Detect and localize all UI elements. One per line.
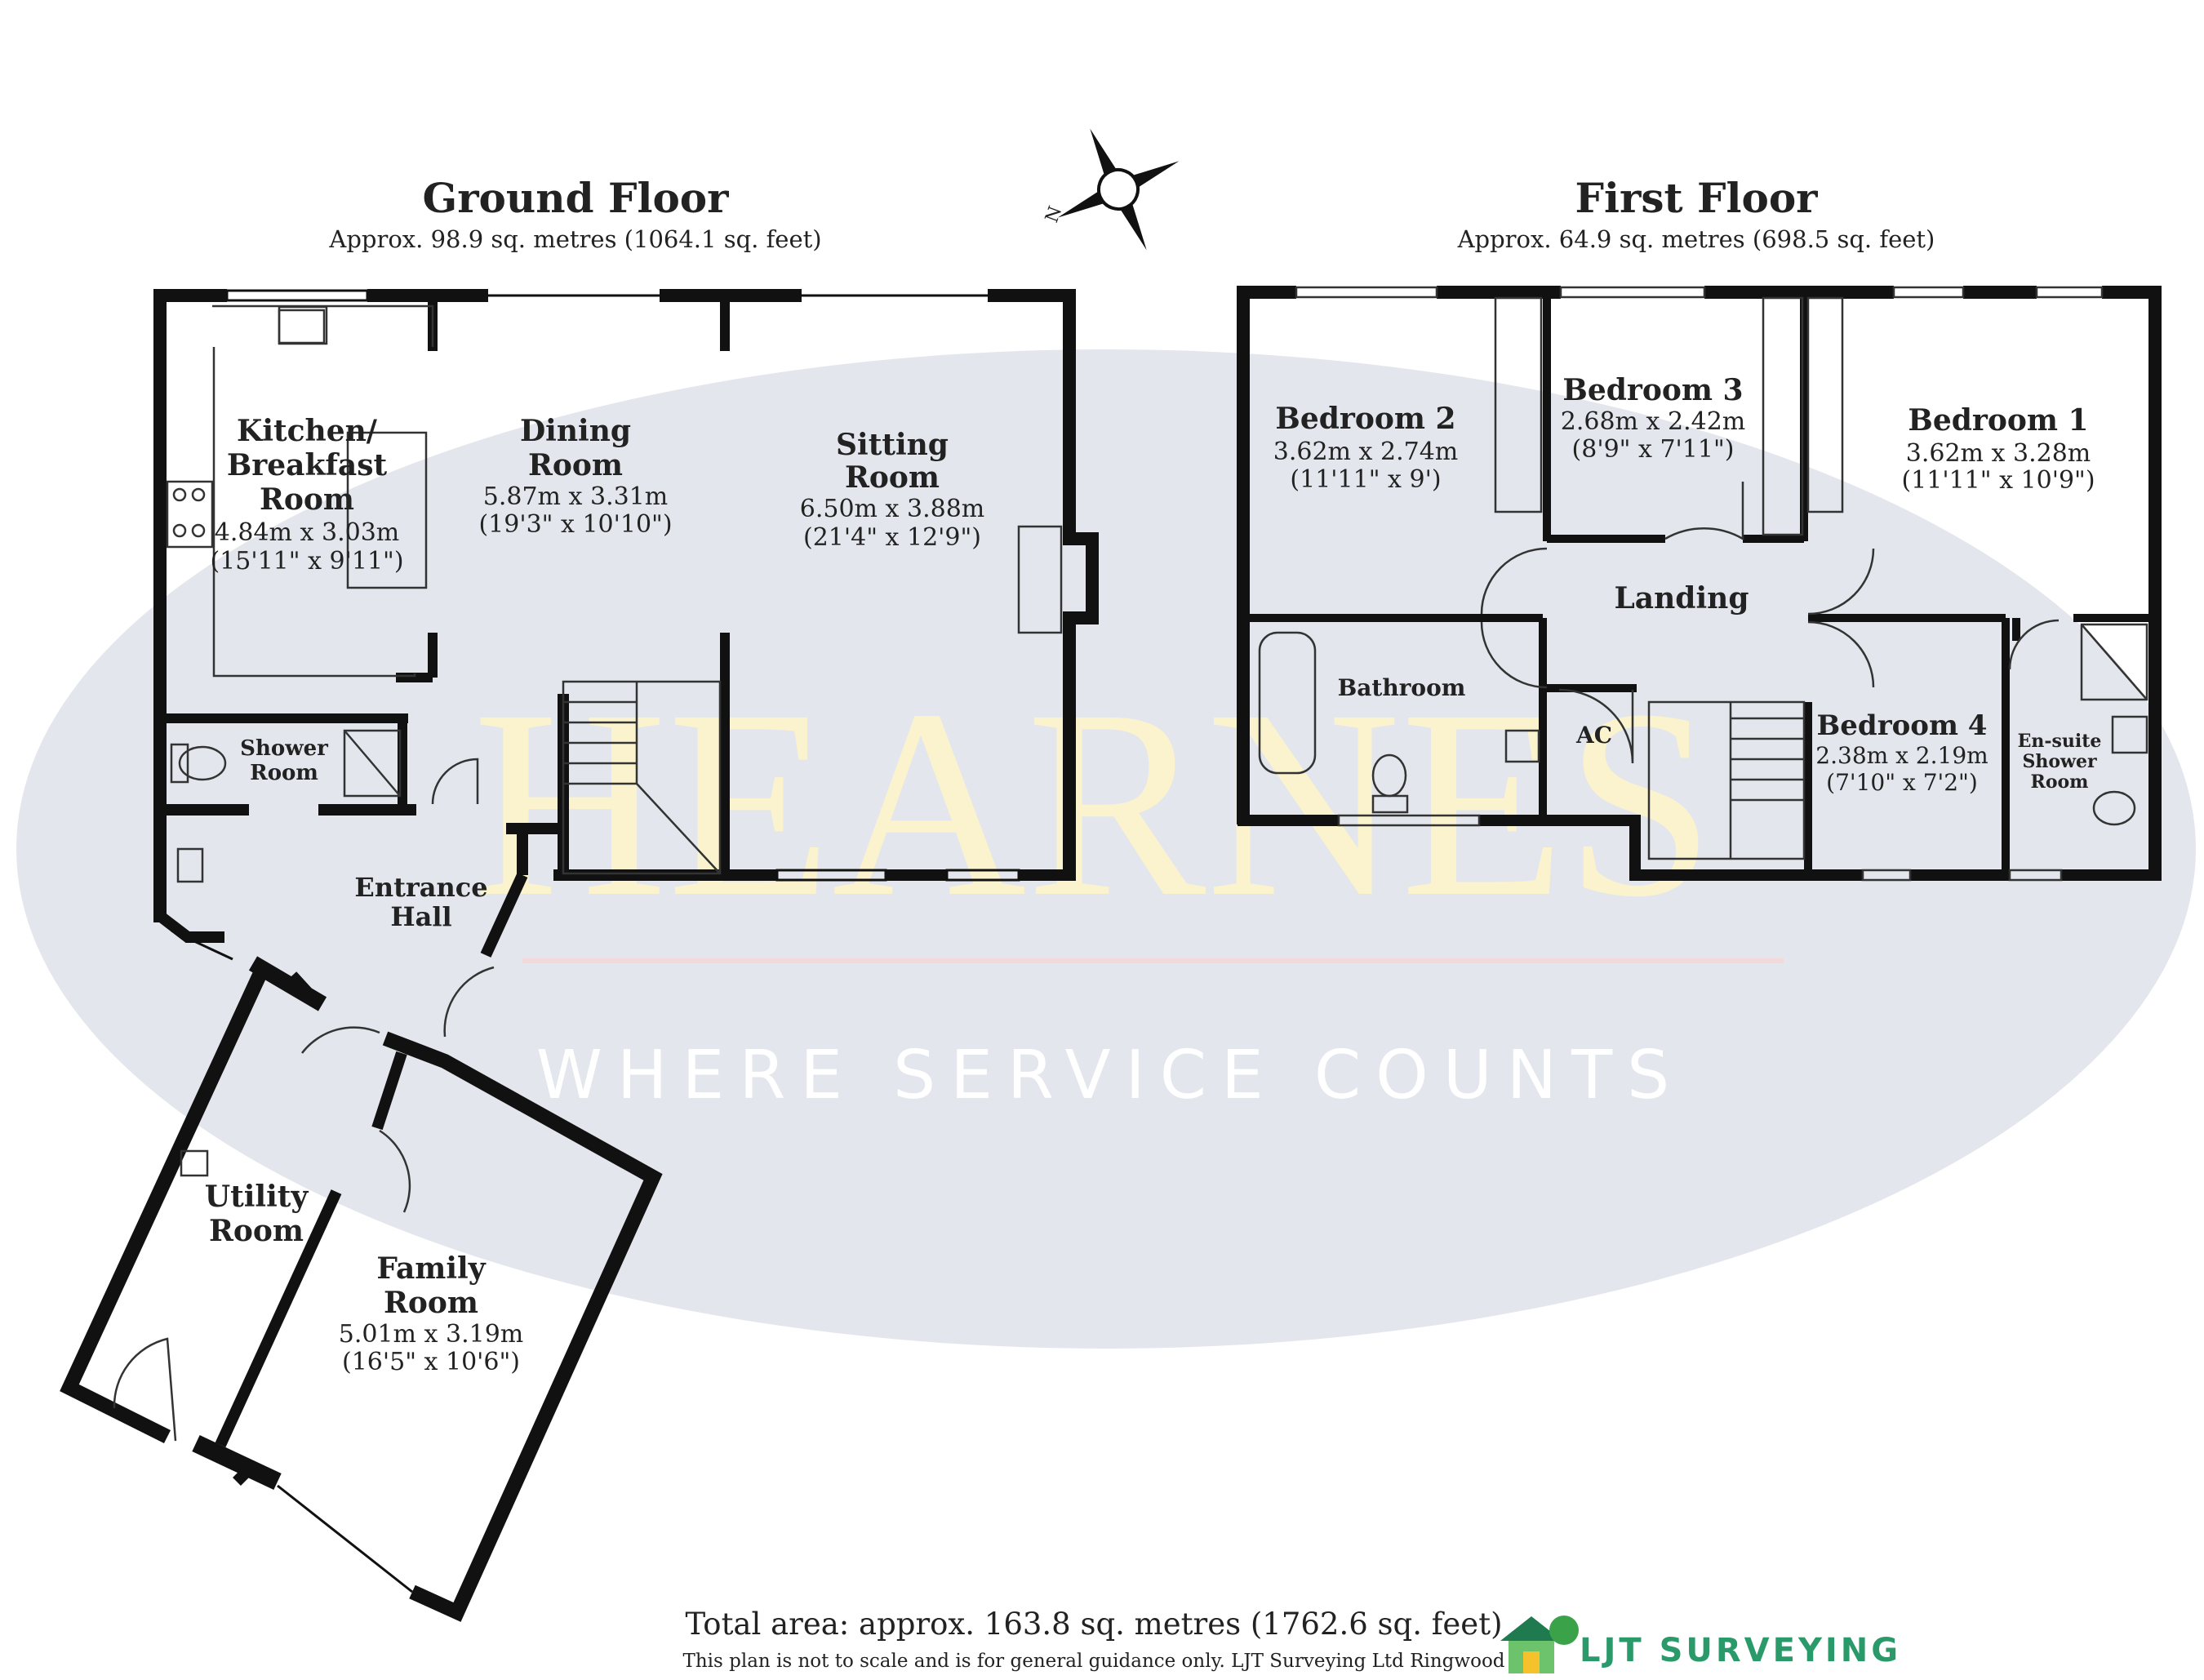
ground-floor-labels: Kitchen/ Breakfast Room 4.84m x 3.03m (1… [205, 414, 985, 1376]
label-landing: Landing [1614, 581, 1749, 616]
ground-floor-fixtures [113, 304, 1063, 1442]
watermark-name: HEARNES [473, 655, 1715, 953]
label-ensuite-2: Shower [2022, 751, 2096, 772]
dim-kitchen-ft: (15'11" x 9'11") [210, 547, 403, 576]
label-sitting-2: Room [845, 460, 940, 495]
brand-logo-icon [1500, 1616, 1579, 1673]
label-family-1: Family [376, 1251, 486, 1286]
label-entrance-1: Entrance [354, 872, 487, 903]
label-entrance-2: Hall [390, 901, 451, 932]
dim-bed2-m: 3.62m x 2.74m [1273, 438, 1458, 466]
dim-bed3-ft: (8'9" x 7'11") [1572, 435, 1735, 464]
first-floor-title: First Floor [1575, 174, 1818, 222]
brand-name: LJT SURVEYING [1580, 1632, 1901, 1669]
label-bathroom: Bathroom [1338, 674, 1466, 701]
compass-label: N [1042, 203, 1066, 225]
label-dining-2: Room [528, 448, 623, 482]
dim-sitting-ft: (21'4" x 12'9") [803, 523, 981, 552]
watermark-rule [522, 958, 1784, 963]
first-floor-walls [1237, 286, 2162, 881]
label-sitting-1: Sitting [836, 428, 949, 462]
ground-floor-windows [171, 289, 1020, 1593]
first-floor-fixtures [1258, 286, 2148, 882]
label-utility-1: Utility [205, 1180, 309, 1214]
label-family-2: Room [384, 1286, 478, 1320]
first-floor-area: Approx. 64.9 sq. metres (698.5 sq. feet) [1457, 225, 1935, 253]
dim-bed4-ft: (7'10" x 7'2") [1826, 769, 1978, 796]
ground-floor-title: Ground Floor [423, 174, 730, 222]
watermark-ellipse [16, 349, 2196, 1349]
label-bed2: Bedroom 2 [1275, 402, 1455, 436]
dim-dining-m: 5.87m x 3.31m [483, 482, 668, 511]
dim-family-ft: (16'5" x 10'6") [342, 1348, 520, 1376]
disclaimer: This plan is not to scale and is for gen… [682, 1651, 1504, 1672]
compass-icon [1057, 128, 1180, 251]
label-ac: AC [1575, 722, 1612, 749]
dim-bed3-m: 2.68m x 2.42m [1561, 407, 1745, 436]
watermark-tagline: WHERE SERVICE COUNTS [536, 1037, 1684, 1114]
dim-bed1-m: 3.62m x 3.28m [1906, 439, 2091, 468]
label-kitchen-2: Breakfast [227, 448, 388, 482]
label-bed3: Bedroom 3 [1562, 373, 1743, 407]
dim-family-m: 5.01m x 3.19m [339, 1320, 523, 1349]
dim-bed2-ft: (11'11" x 9') [1290, 465, 1441, 494]
label-ensuite-3: Room [2031, 771, 2089, 793]
label-dining-1: Dining [520, 414, 631, 448]
label-utility-2: Room [209, 1214, 304, 1248]
first-floor-labels: Bedroom 2 3.62m x 2.74m (11'11" x 9') Be… [1273, 373, 2102, 796]
label-bed4: Bedroom 4 [1817, 709, 1988, 742]
label-kitchen-3: Room [260, 482, 354, 517]
dim-bed1-ft: (11'11" x 10'9") [1901, 466, 2095, 495]
label-kitchen-1: Kitchen/ [237, 414, 378, 448]
label-shower-2: Room [250, 761, 318, 785]
dim-dining-ft: (19'3" x 10'10") [478, 510, 672, 539]
ground-floor-area: Approx. 98.9 sq. metres (1064.1 sq. feet… [328, 225, 821, 253]
label-ensuite-1: En-suite [2018, 731, 2102, 752]
dim-sitting-m: 6.50m x 3.88m [800, 495, 984, 523]
label-shower-1: Shower [240, 736, 328, 761]
dim-bed4-m: 2.38m x 2.19m [1815, 742, 1988, 769]
label-bed1: Bedroom 1 [1908, 403, 2088, 438]
dim-kitchen-m: 4.84m x 3.03m [215, 518, 399, 547]
total-area: Total area: approx. 163.8 sq. metres (17… [685, 1607, 1502, 1642]
